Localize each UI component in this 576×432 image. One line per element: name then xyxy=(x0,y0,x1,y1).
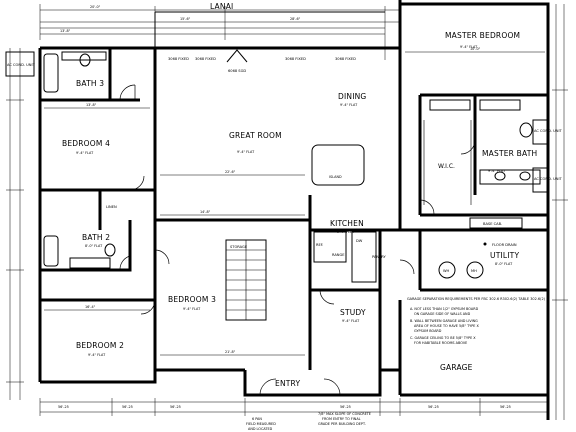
entry-note-line-3: AND LOCATED xyxy=(248,427,273,431)
dim-misc-4: 16'-4" xyxy=(85,305,96,309)
dim-top-4: 13'-8" xyxy=(60,29,71,33)
garage-note-line-5: GYPSUM BOARD xyxy=(414,329,442,333)
entry-notes: 6 PAN FIELD MEASURED AND LOCATED 7/8" MA… xyxy=(246,412,371,431)
dim-bottom-5: 56'-25 xyxy=(428,405,439,409)
room-master-bath-ceiling: 9'-4" FLAT xyxy=(488,169,506,173)
room-bath2: BATH 2 xyxy=(82,233,110,242)
ac-unit-right-top-label: AC COND. UNIT xyxy=(534,129,563,133)
dim-bottom-2: 56'-25 xyxy=(122,405,133,409)
dim-misc-5: 21'-8" xyxy=(225,350,236,354)
left-dimensions xyxy=(6,48,24,400)
room-bedroom4-ceiling: 9'-4" FLAT xyxy=(76,151,94,155)
room-study-ceiling: 9'-4" FLAT xyxy=(342,319,360,323)
room-master-bath: MASTER BATH xyxy=(482,149,537,158)
room-dining-ceiling: 9'-4" FLAT xyxy=(340,103,358,107)
room-kitchen-ceiling: 9'-4" FLAT xyxy=(337,230,355,234)
room-entry: ENTRY xyxy=(275,379,300,388)
dim-bottom-4: 56'-25 xyxy=(340,405,351,409)
window-tags: 3068 FIXED 3068 FIXED 6068 SGD 3068 FIXE… xyxy=(168,57,356,73)
room-bedroom4: BEDROOM 4 xyxy=(62,139,110,148)
dw-label: DW xyxy=(356,239,363,243)
garage-note-line-6: C. GARAGE CEILING TO BE 5/8" TYPE X xyxy=(410,336,476,340)
room-bedroom3: BEDROOM 3 xyxy=(168,295,216,304)
window-tag-1: 3068 FIXED xyxy=(168,57,189,61)
bottom-dimensions: 56'-25 56'-25 56'-25 56'-25 56'-25 56'-2… xyxy=(39,398,549,416)
lanai-label: LANAI xyxy=(210,2,233,11)
dim-misc-2: 22'-6" xyxy=(225,170,236,174)
room-garage: GARAGE xyxy=(440,363,473,372)
window-tag-2: 3068 FIXED xyxy=(195,57,216,61)
room-master-bedroom-ceiling: 9'-4" FLAT xyxy=(460,45,478,49)
room-bedroom2: BEDROOM 2 xyxy=(76,341,124,350)
top-dimensions: 20'-0" 15'-6" 28'-6" 13'-8" xyxy=(39,4,401,60)
garage-note-line-2: ON GARAGE SIDE OF WALLS AND xyxy=(414,312,471,316)
entry-note2-line-1: 7/8" MAX SLOPE OF CONCRETE xyxy=(318,412,371,416)
entry-note-line-1: 6 PAN xyxy=(252,417,262,421)
room-bedroom3-ceiling: 9'-4" FLAT xyxy=(183,307,201,311)
dim-top-1: 20'-0" xyxy=(90,5,101,9)
room-study: STUDY xyxy=(340,308,366,317)
room-storage: STORAGE xyxy=(230,245,248,249)
window-tag-4: 3068 FIXED xyxy=(285,57,306,61)
entry-note2-line-3: GRADE PER BUILDING DEPT. xyxy=(318,422,366,426)
room-linen: LINEN xyxy=(106,205,117,209)
dim-misc-6: 10'-0" xyxy=(470,47,481,51)
floor-drain-label: FLOOR DRAIN xyxy=(492,243,517,247)
room-master-bedroom: MASTER BEDROOM xyxy=(445,31,520,40)
range-label: RANGE xyxy=(332,253,345,257)
dim-top-3: 28'-6" xyxy=(290,17,301,21)
room-utility: UTILITY xyxy=(490,251,519,260)
room-bedroom2-ceiling: 9'-4" FLAT xyxy=(88,353,106,357)
interior-dimensions: 13'-8" 22'-6" 14'-8" 16'-4" 21'-8" 10'-0… xyxy=(44,47,545,356)
window-tag-3: 6068 SGD xyxy=(228,69,246,73)
ac-unit-right-bottom-label: AC COND. UNIT xyxy=(534,177,563,181)
entry-note2-line-2: FROM ENTRY TO FINAL xyxy=(322,417,361,421)
wh-label: WH xyxy=(443,269,450,273)
base-cab-label: BASE CAB. xyxy=(483,222,502,226)
room-kitchen: KITCHEN xyxy=(330,219,364,228)
room-labels: MASTER BEDROOM 9'-4" FLAT BATH 3 DINING … xyxy=(62,31,537,388)
dim-bottom-6: 56'-25 xyxy=(500,405,511,409)
dim-bottom-1: 56'-25 xyxy=(58,405,69,409)
exterior-walls xyxy=(38,0,550,420)
right-dimensions xyxy=(552,4,568,420)
garage-note-line-1: A. NOT LESS THAN 1/2" GYPSUM BOARD xyxy=(410,307,479,311)
window-tag-5: 3068 FIXED xyxy=(335,57,356,61)
garage-separation-note: GARAGE SEPARATION REQUIREMENTS PER FBC 3… xyxy=(407,297,546,345)
room-wic: W.I.C. xyxy=(438,163,455,170)
garage-note-line-4: AREA OF HOUSE TO HAVE 5/8" TYPE X xyxy=(414,324,479,328)
ref-label: REF. xyxy=(316,243,323,247)
room-great-room-ceiling: 9'-4" FLAT xyxy=(237,150,255,154)
garage-note-line-3: B. WALL BETWEEN GARAGE AND LIVING xyxy=(410,319,478,323)
room-dining: DINING xyxy=(338,92,366,101)
room-pantry: PANTRY xyxy=(372,255,387,259)
fixtures: AC COND. UNIT AC COND. UNIT AC COND. UNI… xyxy=(5,51,563,283)
room-utility-ceiling: 8'-0" FLAT xyxy=(495,262,513,266)
garage-note-line-7: FOR HABITABLE ROOMS ABOVE xyxy=(414,341,467,345)
ac-unit-left-label: AC COND. UNIT xyxy=(7,63,36,67)
room-island: ISLAND xyxy=(329,175,342,179)
dim-bottom-3: 56'-25 xyxy=(170,405,181,409)
room-great-room: GREAT ROOM xyxy=(229,131,282,140)
entry-note-line-2: FIELD MEASURED xyxy=(246,422,276,426)
garage-note-title: GARAGE SEPARATION REQUIREMENTS PER FBC 3… xyxy=(407,297,546,301)
doors xyxy=(119,49,476,396)
room-bath3: BATH 3 xyxy=(76,79,104,88)
dim-misc-3: 14'-8" xyxy=(200,210,211,214)
dim-top-2: 15'-6" xyxy=(180,17,191,21)
stair xyxy=(226,240,266,320)
dim-misc-1: 13'-8" xyxy=(86,103,97,107)
interior-walls xyxy=(40,48,548,370)
mh-label: MH xyxy=(471,269,477,273)
room-bath2-ceiling: 8'-0" FLAT xyxy=(85,244,103,248)
